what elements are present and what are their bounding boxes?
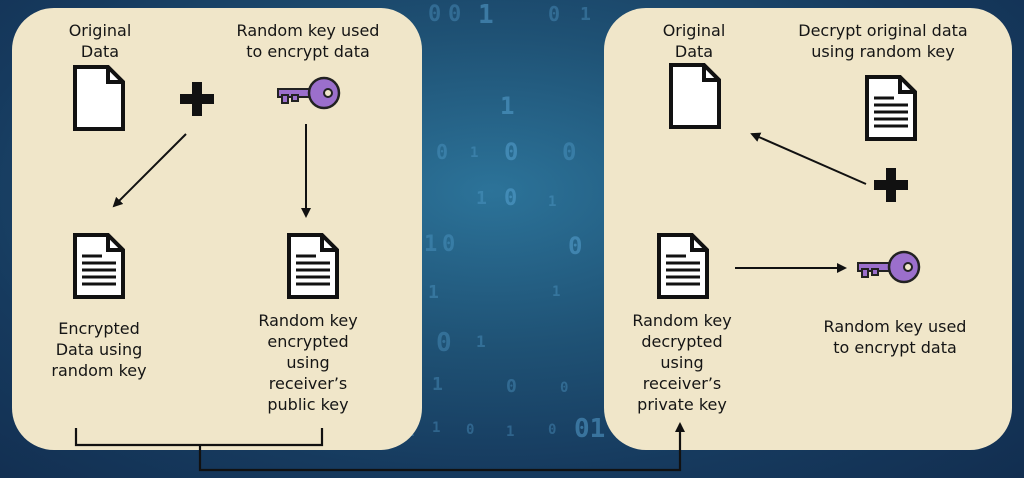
bg-digit: 1 [476, 332, 486, 351]
bg-digit: 0 [436, 328, 452, 358]
bg-digit: 1 [548, 194, 557, 210]
random-key-decrypted-label: Random key decrypted using receiver’s pr… [632, 311, 732, 414]
bg-digit: 1 [428, 282, 439, 303]
plus-icon [180, 82, 214, 116]
original-data-label: Original Data [662, 21, 726, 61]
document-icon [72, 64, 126, 132]
bg-digit: 1 [432, 420, 441, 436]
bg-digit: 0 [504, 186, 518, 211]
plus-icon [874, 168, 908, 202]
bg-digit: 0 [442, 232, 456, 257]
bg-digit: 1 [424, 232, 438, 257]
bg-digit: 0 [506, 376, 517, 397]
original-data-label: Original Data [68, 21, 132, 61]
bg-digit: 1 [478, 0, 494, 30]
bg-digit: 0 [568, 232, 583, 260]
random-key-used-label: Random key used to encrypt data [823, 317, 967, 357]
encrypted-document-icon [72, 232, 126, 300]
bg-digit: 0 [548, 422, 557, 438]
original-document-icon [668, 62, 722, 130]
bg-digit: 01 [574, 414, 606, 444]
bg-digit: 0 [448, 2, 462, 27]
bg-digit: 0 [562, 138, 577, 166]
decrypted-data-document-icon [864, 74, 918, 142]
bg-digit: 1 [470, 145, 479, 161]
bg-digit: 1 [476, 188, 487, 209]
bg-digit: 0 [504, 138, 519, 166]
bg-digit: 0 [466, 422, 475, 438]
bg-digit: 1 [552, 284, 561, 300]
bg-digit: 0 [560, 380, 569, 396]
key-icon [856, 250, 922, 284]
encrypted-data-label: Encrypted Data using random key [51, 319, 147, 380]
decrypt-original-data-label: Decrypt original data using random key [798, 21, 968, 61]
random-key-label: Random key used to encrypt data [236, 21, 380, 61]
encrypted-key-document-icon [286, 232, 340, 300]
bg-digit: 1 [500, 92, 515, 120]
bg-digit: 1 [506, 424, 515, 440]
bg-digit: 0 [548, 2, 561, 26]
key-icon [276, 76, 342, 110]
bg-digit: 0 [436, 140, 449, 164]
bg-digit: 1 [432, 374, 443, 395]
bg-digit: 0 [428, 2, 442, 27]
bg-digit: 1 [580, 4, 591, 25]
decrypted-key-document-icon [656, 232, 710, 300]
random-key-encrypted-label: Random key encrypted using receiver’s pu… [258, 311, 358, 414]
